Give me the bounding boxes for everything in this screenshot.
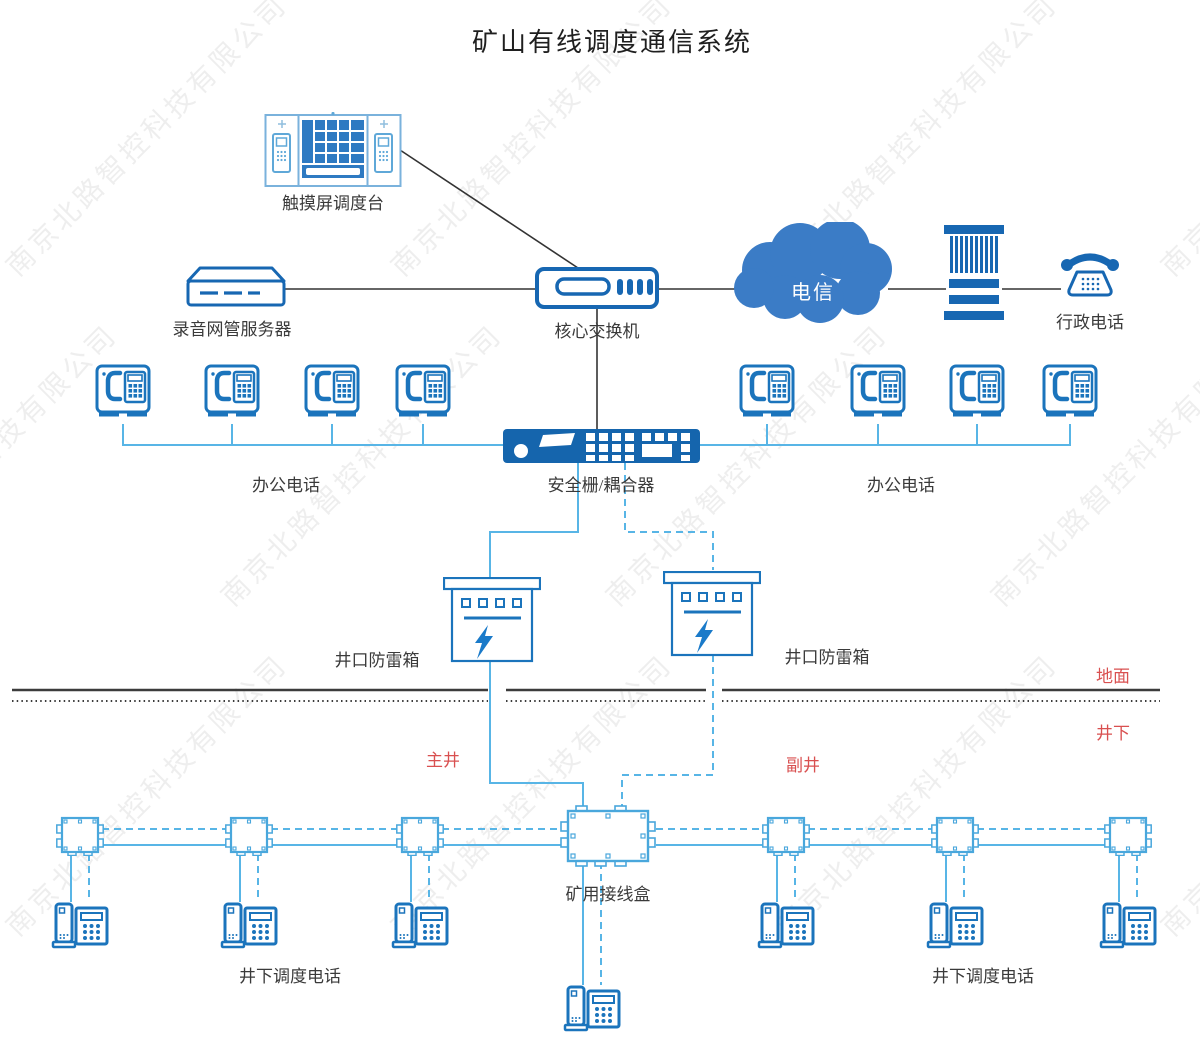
admin-phone-node [1058,248,1122,300]
underground-dispatch-phone [220,902,278,952]
junction-box-icon [225,816,273,856]
lightning-box-right-node [663,571,761,657]
underground-phone-icon [757,902,815,949]
mine-junction-box-node [560,805,656,867]
junction-box [1104,814,1152,856]
surface-zone-label: 地面 [1096,667,1130,686]
lightning-box-left-node [443,577,541,663]
server-icon [186,266,286,307]
telecom-cloud-label: 电信 [791,282,835,304]
underground-phone-icon [391,902,449,949]
black-trunk-lines [284,149,1061,429]
office-phone-icon [850,364,906,417]
office-phone [95,362,151,422]
office-phone-icon [1042,364,1098,417]
core-switch-icon [535,267,659,309]
office-phone [949,362,1005,422]
junction-box [396,814,444,856]
underground-phones-right-label: 井下调度电话 [932,967,1034,986]
aux-shaft-label: 副井 [786,756,820,775]
underground-dispatch-phone [926,902,984,952]
mdf-tower-node [944,225,1004,321]
mine-junction-box-icon [560,805,656,867]
admin-phone-label: 行政电话 [1056,313,1124,332]
touch-console-node [264,112,402,188]
underground-dispatch-phone [563,985,621,1035]
lightning-box-icon [663,571,761,657]
safety-barrier-icon [503,429,700,463]
junction-box [762,814,810,856]
office-phone [304,362,360,422]
office-phone [395,362,451,422]
admin-phone-icon [1061,253,1119,297]
lightning-box-right-label: 井口防雷箱 [784,648,870,667]
junction-box-icon [56,816,104,856]
core-switch-label: 核心交换机 [554,322,640,341]
office-phone-icon [949,364,1005,417]
junction-box [931,814,979,856]
core-switch-node [535,266,659,310]
underground-phone-icon [563,985,621,1032]
blue-solid-lines [70,424,1120,985]
safety-barrier-node [503,429,700,463]
underground-dispatch-phone [51,902,109,952]
office-phone [1042,362,1098,422]
cloud-icon [734,222,892,323]
underground-phone-icon [51,902,109,949]
underground-dispatch-phone [757,902,815,952]
mine-junction-box-label: 矿用接线盒 [565,885,651,904]
office-phone-icon [395,364,451,417]
lightning-box-left-label: 井口防雷箱 [334,651,420,670]
recording-server-node [186,264,286,310]
office-phone-icon [204,364,260,417]
office-phone [850,362,906,422]
junction-box-icon [1104,816,1152,856]
recording-server-label: 录音网管服务器 [172,320,292,339]
office-phone [739,362,795,422]
mdf-tower-icon [944,225,1004,320]
main-shaft-label: 主井 [426,751,460,770]
underground-dispatch-phone [1099,902,1157,952]
touch-console-icon [264,112,402,187]
underground-phones-left-label: 井下调度电话 [239,967,341,986]
office-phone-icon [95,364,151,417]
junction-box-icon [396,816,444,856]
underground-phone-icon [220,902,278,949]
office-phone-icon [739,364,795,417]
junction-box-icon [762,816,810,856]
page-title: 矿山有线调度通信系统 [471,28,753,57]
lightning-box-icon [443,577,541,663]
office-phone [204,362,260,422]
ground-boundary-lines [12,688,1160,702]
underground-dispatch-phone [391,902,449,952]
telecom-cloud-node [724,222,896,324]
junction-box [56,814,104,856]
office-phone-icon [304,364,360,417]
blue-dashed-lines [88,463,1138,985]
junction-box-icon [931,816,979,856]
junction-box [225,814,273,856]
office-phones-left-label: 办公电话 [252,476,320,495]
underground-phone-icon [926,902,984,949]
office-phones-right-label: 办公电话 [867,476,935,495]
underground-phone-icon [1099,902,1157,949]
safety-barrier-label: 安全栅/耦合器 [547,476,655,495]
underground-zone-label: 井下 [1096,724,1130,743]
touch-console-label: 触摸屏调度台 [282,194,384,213]
